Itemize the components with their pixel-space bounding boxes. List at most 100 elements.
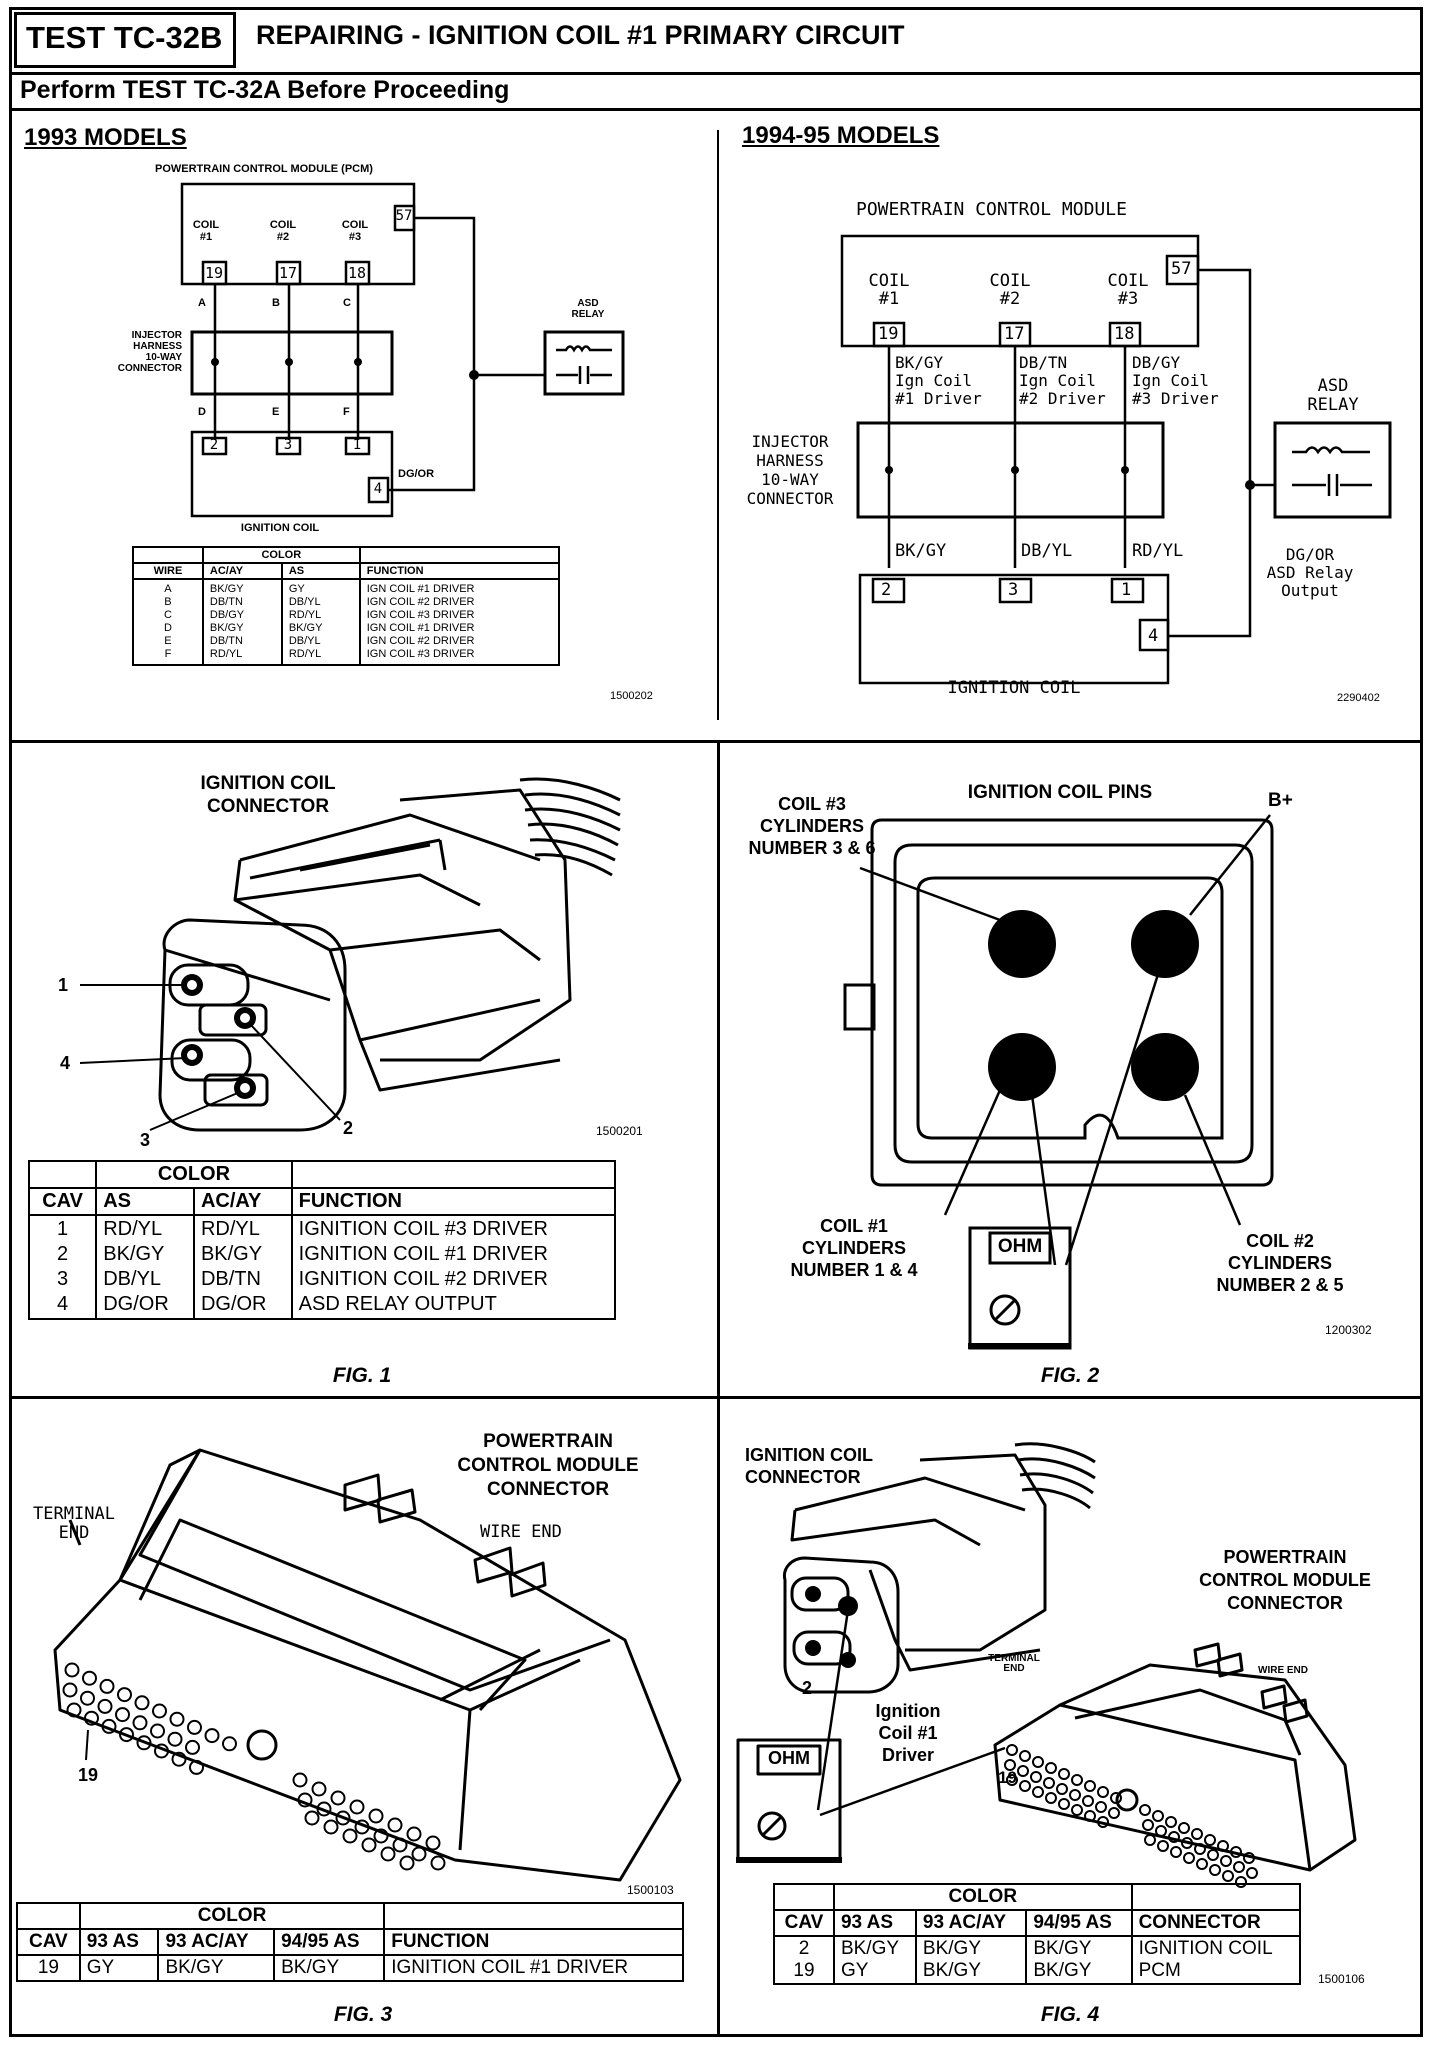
connector-pin-icon [152, 1703, 167, 1719]
connector-pin-icon [1032, 1786, 1044, 1798]
fig4-wire-end: WIRE END [1258, 1665, 1308, 1676]
fig4-pin19: 19 [998, 1768, 1017, 1787]
connector-pin-icon [1157, 1840, 1169, 1852]
coil1-label-1993: COIL#1 [192, 219, 220, 243]
fig3-wire-end: WIRE END [480, 1522, 562, 1542]
connector-pin-icon [134, 1695, 150, 1711]
ref-1993: 1500202 [610, 690, 653, 702]
connector-pin-icon [1194, 1843, 1206, 1855]
connector-pin-icon [1097, 1786, 1109, 1798]
column-divider-bottom [717, 740, 720, 2037]
connector-pin-icon [1233, 1861, 1245, 1873]
connector-pin-icon [1043, 1777, 1055, 1789]
connector-pin-icon [1006, 1774, 1018, 1786]
pcm-pin17-1993: 17 [278, 264, 298, 282]
connector-pin-icon [1155, 1825, 1167, 1837]
connector-pin-icon [80, 1690, 95, 1706]
wire-c: C [343, 297, 351, 309]
coil-pin1-1993: 1 [352, 437, 362, 453]
connector-pin-icon [66, 1702, 82, 1718]
coil-pin2-1993: 2 [209, 437, 219, 453]
pcm-label-1994: POWERTRAIN CONTROL MODULE [856, 199, 1127, 220]
connector-pin-icon [115, 1707, 130, 1723]
connector-pin-icon [1069, 1789, 1081, 1801]
fig1-caption: FIG. 1 [332, 1364, 392, 1387]
fig1-callout-3: 3 [140, 1130, 151, 1150]
connector-pin-icon [1181, 1837, 1193, 1849]
connector-pin-icon [1243, 1852, 1255, 1864]
fig2-meter-display: OHM [997, 1236, 1043, 1257]
connector-pin-icon [349, 1799, 365, 1815]
connector-pin-icon [430, 1855, 446, 1871]
connector-pin-icon [1056, 1783, 1068, 1795]
connector-pin-icon [425, 1835, 441, 1851]
connector-pin-icon [1165, 1816, 1177, 1828]
pcm-pin19-1994: 19 [878, 324, 899, 344]
connector-pin-icon [222, 1736, 237, 1752]
connector-pin-icon [1071, 1804, 1083, 1816]
page-subtitle: Perform TEST TC-32A Before Proceeding [20, 76, 510, 104]
connector-pin-icon [167, 1731, 183, 1747]
coil2-label-1993: COIL#2 [269, 219, 297, 243]
wire-d: D [198, 406, 206, 418]
connector-pin-icon [1178, 1822, 1190, 1834]
wire-bottom-1-1994: BK/GY [895, 541, 947, 561]
page-border [9, 7, 1423, 2037]
wire-f: F [343, 406, 350, 418]
connector-pin-icon [132, 1715, 148, 1731]
coil-pin4-1993: 4 [373, 481, 383, 497]
ignition-coil-1993: IGNITION COIL [240, 522, 320, 534]
connector-pin-icon [84, 1710, 99, 1726]
connector-pin-icon [1082, 1795, 1094, 1807]
connector-pin-icon [342, 1828, 358, 1844]
connector-pin-icon [380, 1846, 396, 1862]
coil3-label-1994: COIL#3 [1107, 271, 1149, 309]
pcm-pin18-1994: 18 [1114, 324, 1135, 344]
fig4-table: COLOR CAV 93 AS 93 AC/AY 94/95 AS CONNEC… [773, 1883, 1302, 1985]
connector-pin-icon [62, 1682, 78, 1698]
connector-pin-icon [64, 1662, 80, 1678]
connector-pin-icon [316, 1801, 332, 1817]
connector-pin-icon [1058, 1768, 1070, 1780]
connector-pin-icon [1152, 1810, 1164, 1822]
connector-pin-icon [1097, 1816, 1109, 1828]
connector-pin-icon [1220, 1855, 1232, 1867]
connector-pin-icon [154, 1743, 169, 1759]
connector-pin-icon [187, 1719, 202, 1735]
coil-pin3-1994: 3 [1008, 580, 1019, 600]
header-divider [9, 72, 1423, 75]
connector-pin-icon [1191, 1828, 1203, 1840]
connector-pin-icon [119, 1727, 134, 1743]
wire-a: A [198, 297, 206, 309]
connector-pin-icon [82, 1670, 97, 1686]
connector-pin-icon [1045, 1762, 1057, 1774]
connector-pin-icon [1108, 1807, 1120, 1819]
connector-pin-icon [1139, 1804, 1151, 1816]
connector-pin-icon [1058, 1798, 1070, 1810]
dg-or-1993: DG/OR [398, 468, 435, 480]
page-title: REPAIRING - IGNITION COIL #1 PRIMARY CIR… [256, 20, 905, 50]
connector-pin-icon [1110, 1792, 1122, 1804]
connector-pin-icon [1006, 1744, 1018, 1756]
connector-pin-icon [1045, 1792, 1057, 1804]
connector-pin-icon [361, 1837, 377, 1853]
connector-pin-icon [1222, 1870, 1234, 1882]
connector-pin-icon [189, 1759, 204, 1775]
heading-1994: 1994-95 MODELS [742, 122, 940, 149]
connector-pin-icon [368, 1808, 384, 1824]
